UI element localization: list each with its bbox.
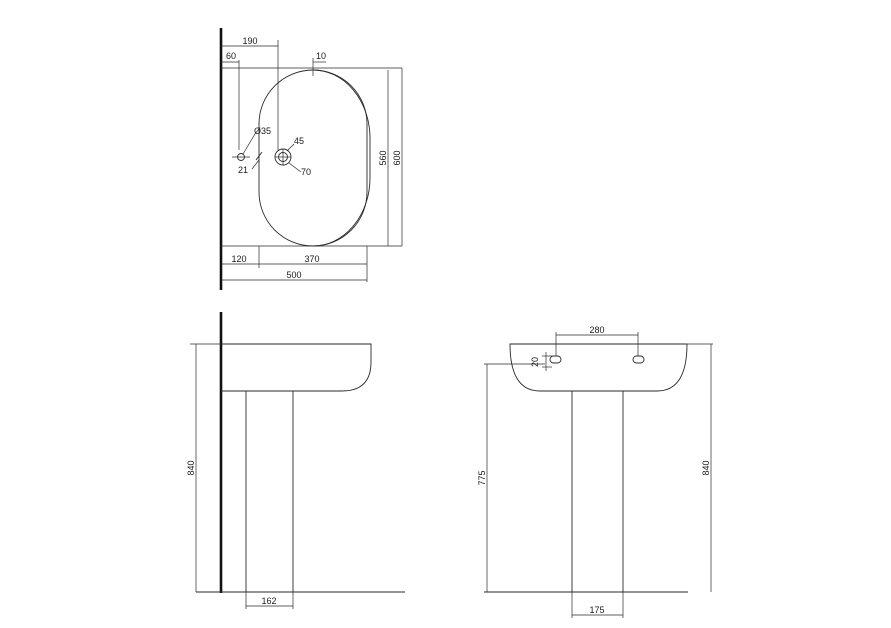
dim-tap-ring-outer: 70 (301, 167, 311, 177)
dim-waste-offset: 21 (238, 165, 248, 175)
dim-side-height: 840 (186, 460, 196, 475)
dim-side-pedestal-width: 162 (261, 596, 276, 606)
front-basin (509, 343, 688, 392)
dim-tap-spacing: 280 (589, 325, 604, 335)
waste-offset-mark (255, 151, 263, 161)
front-tap-hole-left (549, 355, 562, 364)
dim-bowl-width: 370 (304, 254, 319, 264)
dim-bowl-depth: 560 (378, 150, 388, 165)
basin-outer-rim (312, 69, 371, 247)
dim-front-height: 840 (701, 460, 711, 475)
top-view: 190 60 10 Ø35 21 45 70 560 600 120 370 5… (219, 28, 403, 290)
dim-rim-height: 775 (477, 470, 487, 485)
front-view: 280 20 775 840 175 (477, 325, 713, 618)
leader-dia (242, 133, 256, 155)
front-tap-hole-right (632, 355, 645, 364)
dim-rim: 10 (316, 51, 326, 61)
dim-wall-gap: 120 (231, 254, 246, 264)
dim-tap-hole-dia: Ø35 (254, 126, 271, 136)
dim-waste-x: 60 (226, 51, 236, 61)
dim-tap-ring-inner: 45 (294, 136, 304, 146)
dim-total-depth: 600 (392, 150, 402, 165)
dim-tap-x: 190 (242, 36, 257, 46)
side-view: 840 162 (186, 312, 405, 609)
dim-total-width: 500 (286, 270, 301, 280)
leader-ring-inner (286, 143, 295, 152)
side-basin-profile (221, 343, 372, 392)
dim-front-pedestal-width: 175 (589, 605, 604, 615)
leader-waste-offset (251, 159, 260, 170)
leader-ring-outer (288, 162, 302, 173)
dim-hole-offset: 20 (530, 357, 540, 367)
